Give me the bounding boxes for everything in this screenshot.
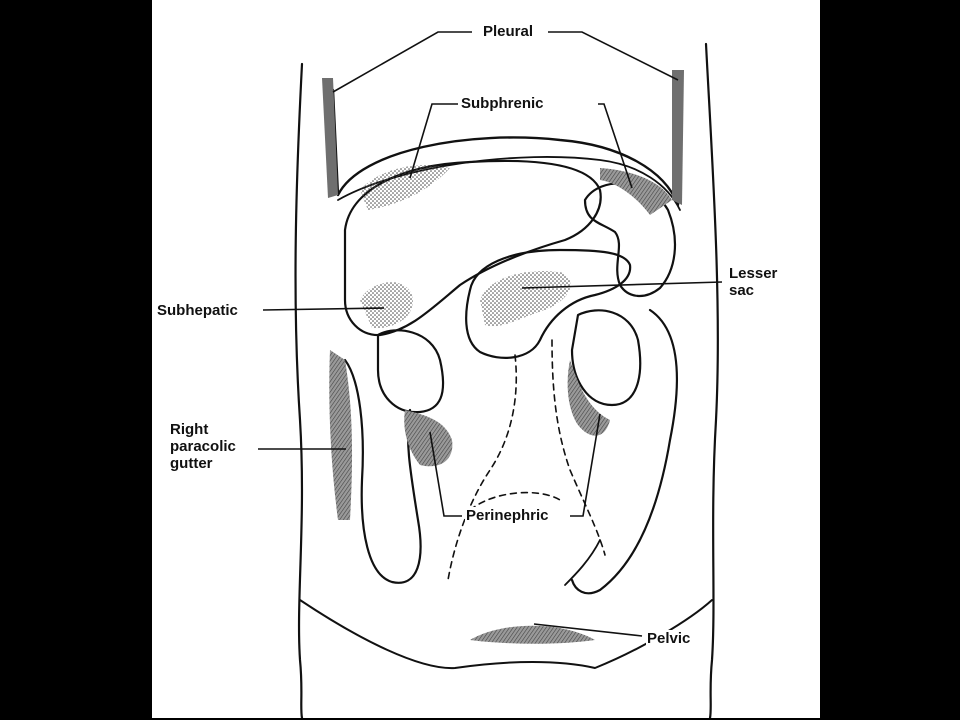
leader-perinephric bbox=[429, 413, 601, 517]
left-kidney bbox=[570, 309, 642, 407]
leader-lesser-sac bbox=[521, 281, 723, 289]
illustration-panel: Pleural Subphrenic Lesser sac Subhepatic… bbox=[152, 0, 820, 718]
body-outline-left bbox=[294, 62, 304, 718]
ureter-left bbox=[551, 339, 606, 556]
right-kidney bbox=[376, 329, 445, 414]
leader-pleural bbox=[332, 31, 679, 93]
label-pleural: Pleural bbox=[482, 23, 535, 40]
body-outline-right bbox=[704, 42, 719, 718]
leader-subphrenic bbox=[409, 103, 633, 189]
shade-subhepatic bbox=[360, 282, 413, 329]
pancreas bbox=[465, 248, 632, 359]
shade-pelvic bbox=[470, 625, 595, 644]
shade-pleural-left bbox=[322, 78, 338, 198]
diaphragm bbox=[331, 76, 682, 207]
leader-pelvic bbox=[533, 623, 643, 637]
label-subphrenic: Subphrenic bbox=[460, 95, 545, 112]
shade-pleural-right bbox=[672, 70, 684, 205]
label-right-paracolic-gutter: Right paracolic gutter bbox=[169, 421, 237, 472]
liver bbox=[343, 159, 602, 337]
shade-perinephric-left bbox=[567, 360, 610, 436]
shade-lesser-sac bbox=[480, 270, 571, 327]
descending-colon bbox=[570, 308, 678, 595]
shade-subphrenic-right bbox=[600, 168, 672, 215]
label-lesser-sac: Lesser sac bbox=[728, 265, 779, 299]
bladder-outline bbox=[469, 491, 561, 511]
shade-perinephric-right bbox=[404, 410, 453, 467]
label-perinephric: Perinephric bbox=[465, 507, 550, 524]
abdominal-spaces-illustration bbox=[258, 31, 723, 718]
shade-subphrenic bbox=[360, 164, 450, 210]
shade-right-paracolic bbox=[329, 350, 353, 520]
leader-subhepatic bbox=[262, 307, 385, 311]
sigmoid bbox=[564, 539, 601, 586]
ascending-colon bbox=[343, 358, 422, 584]
label-subhepatic: Subhepatic bbox=[156, 302, 239, 319]
label-pelvic: Pelvic bbox=[646, 630, 692, 647]
ureter-right bbox=[447, 354, 518, 581]
